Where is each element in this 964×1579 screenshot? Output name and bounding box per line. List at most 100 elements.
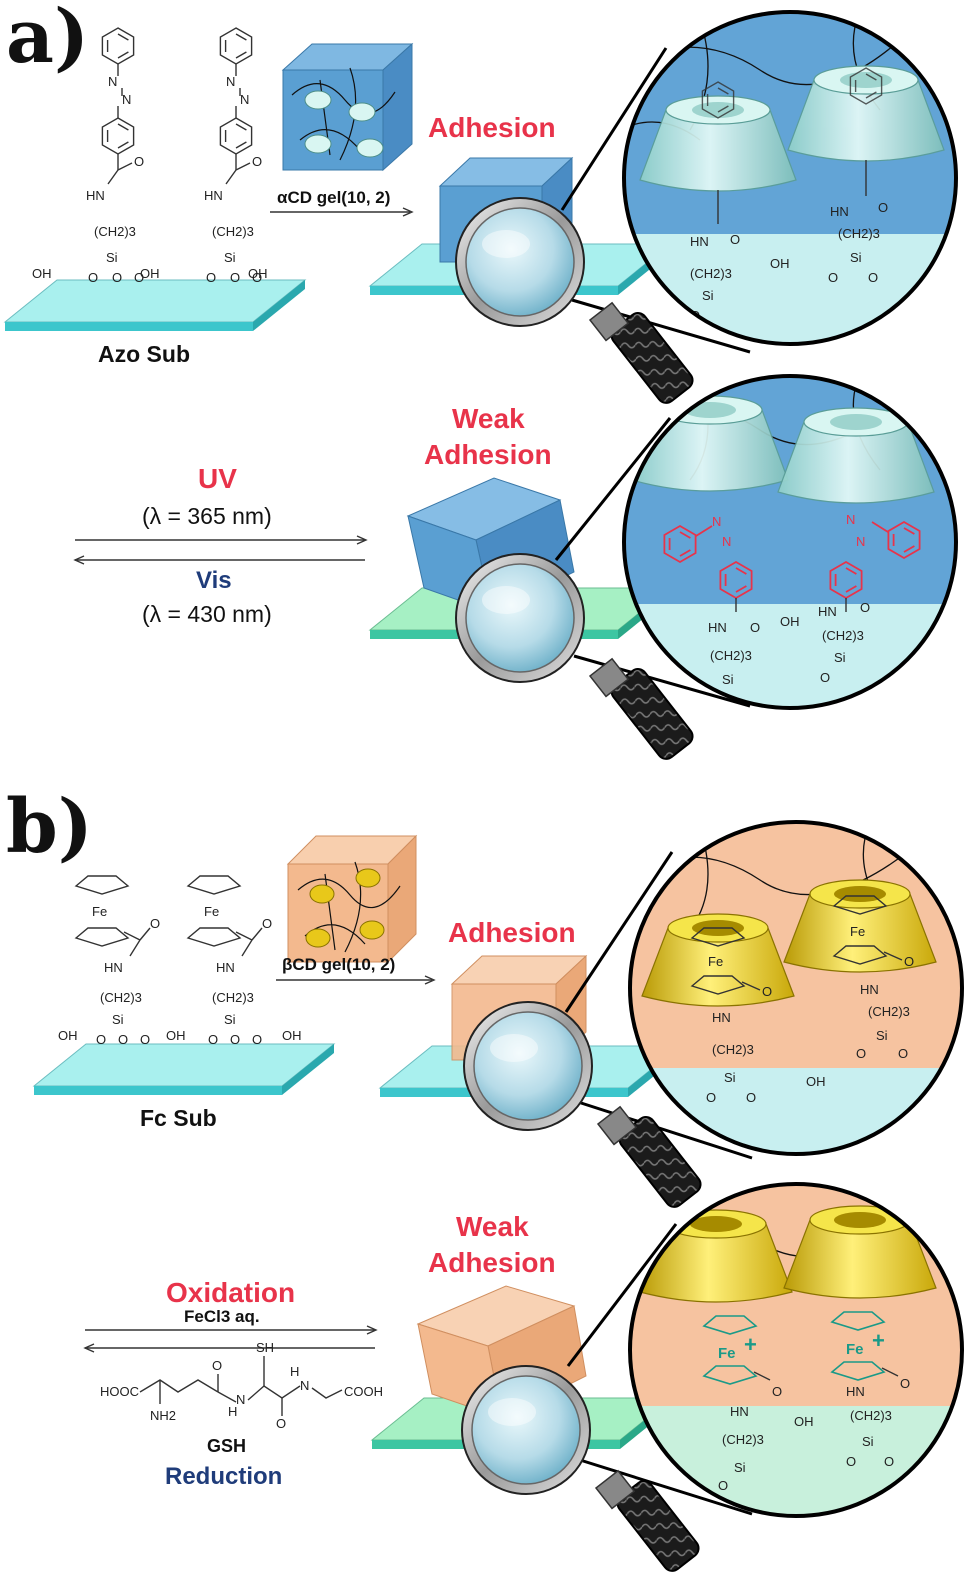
azo-amide-o2: O xyxy=(252,154,262,169)
fc-si1: Si xyxy=(112,1012,124,1027)
azo-hn1: HN xyxy=(86,188,105,203)
a2-hn-right: HN xyxy=(818,604,837,619)
uv-wavelength: (λ = 365 nm) xyxy=(142,503,272,529)
a1-o-left: O xyxy=(730,232,740,247)
gsh-label: GSH xyxy=(207,1436,246,1456)
azo-o1a: O xyxy=(88,270,98,285)
adhesion-label-b: Adhesion xyxy=(448,917,576,948)
b1-o-right2: O xyxy=(856,1046,866,1061)
gsh-o1: O xyxy=(212,1358,222,1373)
a2-o-left: O xyxy=(750,620,760,635)
gsh-cooh: COOH xyxy=(344,1384,383,1399)
b2-o-left2: O xyxy=(718,1478,728,1493)
a2-o-right: O xyxy=(860,600,870,615)
azo-o2c: O xyxy=(252,270,262,285)
a2-linker-right: (CH2)3 xyxy=(822,628,864,643)
gsh-o2: O xyxy=(276,1416,286,1431)
gsh-structure: HOOC NH2 O H N SH O H N COOH xyxy=(100,1340,383,1431)
fc-linker2: (CH2)3 xyxy=(212,990,254,1005)
fc-molecule-right: Fe O HN (CH2)3 Si O O O xyxy=(187,875,272,1047)
arrowhead-vis xyxy=(73,555,85,565)
zoom-line-a2-bottom xyxy=(573,654,751,708)
fc-fe2: Fe xyxy=(204,904,219,919)
b1-hn-right: HN xyxy=(860,982,879,997)
b1-si-left: Si xyxy=(724,1070,736,1085)
azo-linker1: (CH2)3 xyxy=(94,224,136,239)
fc-o2c: O xyxy=(252,1032,262,1047)
vis-wavelength: (λ = 430 nm) xyxy=(142,601,272,627)
b1-o-left3: O xyxy=(746,1090,756,1105)
arrowhead-uv xyxy=(356,535,368,545)
b1-hn-left: HN xyxy=(712,1010,731,1025)
arrowhead-oxidation xyxy=(366,1325,378,1335)
azo-hn2: HN xyxy=(204,188,223,203)
a1-si-right: Si xyxy=(850,250,862,265)
beta-cd-gel-cube xyxy=(286,834,418,964)
zoom-line-a2-top xyxy=(554,417,672,561)
b2-plus-right: + xyxy=(872,1328,885,1353)
b2-si-left: Si xyxy=(734,1460,746,1475)
zoom-circle-b1: Fe Fe O HN (CH2)3 Si O O OH O HN (CH2)3 … xyxy=(628,820,964,1156)
b1-o-left2: O xyxy=(706,1090,716,1105)
b1-o-left: O xyxy=(762,984,772,999)
b2-linker-left: (CH2)3 xyxy=(722,1432,764,1447)
gsh-n1: N xyxy=(236,1392,245,1407)
a2-oh: OH xyxy=(780,614,800,629)
b1-linker-left: (CH2)3 xyxy=(712,1042,754,1057)
azo-amide-o1: O xyxy=(134,154,144,169)
a1-o-right3: O xyxy=(868,270,878,285)
arrowhead-reduction xyxy=(83,1343,95,1353)
gsh-nh2: NH2 xyxy=(150,1408,176,1423)
zoom-line-b1-bottom xyxy=(577,1100,753,1160)
arrowhead-fc-gel xyxy=(424,975,436,985)
b2-linker-right: (CH2)3 xyxy=(850,1408,892,1423)
fc-si2: Si xyxy=(224,1012,236,1027)
zoom-circle-a1: HN O (CH2)3 Si O OH HN O (CH2)3 Si O O xyxy=(622,10,958,346)
weak-label-b-line2: Adhesion xyxy=(428,1247,556,1278)
a1-o-right: O xyxy=(878,200,888,215)
zoom-line-a1-top xyxy=(560,47,668,211)
b1-si-right: Si xyxy=(876,1028,888,1043)
a1-hn-left: HN xyxy=(690,234,709,249)
gsh-h1: H xyxy=(228,1404,237,1419)
b2-o-left: O xyxy=(772,1384,782,1399)
azo-o2a: O xyxy=(206,270,216,285)
fc-o1c: O xyxy=(140,1032,150,1047)
gsh-hooc: HOOC xyxy=(100,1384,139,1399)
b2-o-right: O xyxy=(900,1376,910,1391)
azo-n3: N xyxy=(226,74,235,89)
fc-oh3: OH xyxy=(282,1028,302,1043)
uv-label: UV xyxy=(198,463,237,494)
fc-oh2: OH xyxy=(166,1028,186,1043)
a2-o-right2: O xyxy=(820,670,830,685)
fc-o1b: O xyxy=(118,1032,128,1047)
azo-molecule-left: N N O HN (CH2)3 Si O O O xyxy=(86,27,144,285)
fc-linker1: (CH2)3 xyxy=(100,990,142,1005)
azo-substrate-plate xyxy=(4,279,306,332)
vis-label: Vis xyxy=(196,567,232,594)
azo-substrate-label: Azo Sub xyxy=(98,341,190,367)
a2-si-left: Si xyxy=(722,672,734,687)
panel-a-label: a) xyxy=(6,0,89,80)
fc-fe1: Fe xyxy=(92,904,107,919)
a1-si-left: Si xyxy=(702,288,714,303)
fc-o1a: O xyxy=(96,1032,106,1047)
a2-n3: N xyxy=(846,512,855,527)
zoom-circle-a2: N N HN O (CH2)3 Si OH N N HN O (CH2)3 Si… xyxy=(622,374,958,710)
azo-n1: N xyxy=(108,74,117,89)
fc-substrate-label: Fc Sub xyxy=(140,1105,217,1131)
azo-o2b: O xyxy=(230,270,240,285)
zoom-line-b2-bottom xyxy=(579,1458,753,1516)
a1-linker-left: (CH2)3 xyxy=(690,266,732,281)
azo-molecule-right: N N O HN (CH2)3 Si O O O xyxy=(204,27,262,285)
fc-o1: O xyxy=(150,916,160,931)
adhesion-label-a: Adhesion xyxy=(428,112,556,143)
fc-molecule-left: Fe O HN (CH2)3 Si O O O xyxy=(75,875,160,1047)
b1-linker-right: (CH2)3 xyxy=(868,1004,910,1019)
azo-n2: N xyxy=(122,92,131,107)
azo-oh2: OH xyxy=(140,266,160,281)
gsh-h2: H xyxy=(290,1364,299,1379)
alpha-cd-gel-label: αCD gel(10, 2) xyxy=(277,188,390,207)
a2-hn-left: HN xyxy=(708,620,727,635)
reduction-label: Reduction xyxy=(165,1463,282,1490)
